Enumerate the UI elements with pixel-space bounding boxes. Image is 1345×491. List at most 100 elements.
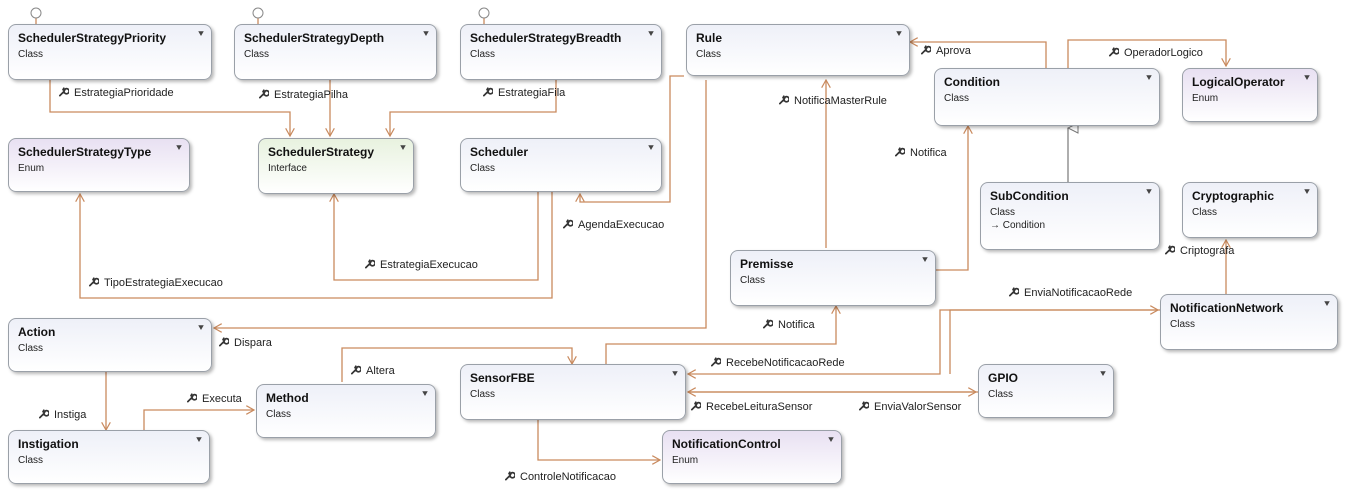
class-instigation[interactable]: Instigation Class ⯆ — [8, 430, 210, 484]
class-name: GPIO — [988, 371, 1019, 385]
wrench-icon — [1165, 245, 1175, 255]
assoc-label[interactable]: RecebeNotificacaoRede — [710, 356, 845, 369]
class-method[interactable]: Method Class ⯆ — [256, 384, 436, 438]
class-rule[interactable]: Rule Class ⯆ — [686, 24, 910, 76]
assoc-label-text: Altera — [366, 365, 395, 377]
class-kind: Class — [944, 93, 970, 104]
assoc-label[interactable]: NotificaMasterRule — [778, 94, 887, 107]
assoc-label-text: TipoEstrategiaExecucao — [104, 277, 223, 289]
chevron-down-icon[interactable]: ⯆ — [647, 29, 655, 40]
chevron-down-icon[interactable]: ⯆ — [1145, 73, 1153, 84]
wrench-icon — [691, 401, 701, 411]
chevron-down-icon[interactable]: ⯆ — [921, 255, 929, 266]
chevron-down-icon[interactable]: ⯆ — [399, 143, 407, 154]
lollipop-circle-depth — [252, 7, 264, 19]
class-action[interactable]: Action Class ⯆ — [8, 318, 212, 372]
class-scheduler[interactable]: Scheduler Class ⯆ — [460, 138, 662, 192]
enum-kind: Enum — [18, 163, 45, 174]
wrench-icon — [89, 277, 99, 287]
assoc-label[interactable]: Executa — [186, 392, 242, 405]
enum-scheduler-strategy-type[interactable]: SchedulerStrategyType Enum ⯆ — [8, 138, 190, 192]
chevron-down-icon[interactable]: ⯆ — [195, 435, 203, 446]
class-gpio[interactable]: GPIO Class ⯆ — [978, 364, 1114, 418]
class-notification-network[interactable]: NotificationNetwork Class ⯆ — [1160, 294, 1338, 350]
assoc-label[interactable]: Notifica — [894, 146, 947, 159]
base-class-label: → Condition — [990, 220, 1046, 231]
edge-operador-logico — [1067, 39, 1226, 68]
chevron-down-icon[interactable]: ⯆ — [421, 389, 429, 400]
assoc-label[interactable]: EstrategiaPrioridade — [58, 86, 174, 99]
assoc-label[interactable]: Criptografa — [1164, 244, 1234, 257]
edge-controle-notificacao — [537, 420, 660, 460]
edge-notifica-premisse — [605, 306, 836, 364]
class-name: Premisse — [740, 257, 794, 271]
class-kind: Class — [470, 163, 496, 174]
class-scheduler-strategy-breadth[interactable]: SchedulerStrategyBreadth Class ⯆ — [460, 24, 662, 80]
assoc-label[interactable]: TipoEstrategiaExecucao — [88, 276, 223, 289]
enum-name: LogicalOperator — [1192, 75, 1285, 89]
assoc-label-text: EnviaNotificacaoRede — [1024, 287, 1133, 299]
class-sensorfbe[interactable]: SensorFBE Class ⯆ — [460, 364, 686, 420]
class-cryptographic[interactable]: Cryptographic Class ⯆ — [1182, 182, 1318, 238]
class-premisse[interactable]: Premisse Class ⯆ — [730, 250, 936, 306]
assoc-label-text: EstrategiaExecucao — [380, 259, 478, 271]
chevron-down-icon[interactable]: ⯆ — [175, 143, 183, 154]
chevron-down-icon[interactable]: ⯆ — [422, 29, 430, 40]
class-subcondition[interactable]: SubCondition Class → Condition ⯆ — [980, 182, 1160, 250]
class-name: Rule — [696, 31, 723, 45]
chevron-down-icon[interactable]: ⯆ — [647, 143, 655, 154]
assoc-label-text: ControleNotificacao — [520, 471, 616, 483]
class-name: NotificationNetwork — [1170, 301, 1284, 315]
assoc-label[interactable]: EstrategiaExecucao — [364, 258, 478, 271]
edge-estrategia-prioridade — [49, 80, 290, 136]
edge-altera — [341, 347, 572, 382]
class-name: Cryptographic — [1192, 189, 1275, 203]
assoc-label-text: Executa — [202, 393, 242, 405]
chevron-down-icon[interactable]: ⯆ — [1303, 187, 1311, 198]
enum-kind: Enum — [1192, 93, 1219, 104]
assoc-label[interactable]: AgendaExecucao — [562, 218, 664, 231]
class-name: SchedulerStrategyPriority — [18, 31, 167, 45]
chevron-down-icon[interactable]: ⯆ — [671, 369, 679, 380]
assoc-label[interactable]: EnviaValorSensor — [858, 400, 961, 413]
assoc-label[interactable]: OperadorLogico — [1108, 46, 1203, 59]
class-condition[interactable]: Condition Class ⯆ — [934, 68, 1160, 126]
assoc-label[interactable]: RecebeLeituraSensor — [690, 400, 812, 413]
chevron-down-icon[interactable]: ⯆ — [1323, 299, 1331, 310]
assoc-label[interactable]: ControleNotificacao — [504, 470, 616, 483]
assoc-label[interactable]: Altera — [350, 364, 395, 377]
edge-estrategia-fila — [390, 80, 557, 136]
chevron-down-icon[interactable]: ⯆ — [827, 435, 835, 446]
assoc-label-text: Instiga — [54, 409, 87, 421]
edge-dispara — [214, 80, 707, 328]
assoc-label[interactable]: Aprova — [920, 44, 971, 57]
assoc-label[interactable]: Notifica — [762, 318, 815, 331]
assoc-label[interactable]: EstrategiaPilha — [258, 88, 348, 101]
enum-logical-operator[interactable]: LogicalOperator Enum ⯆ — [1182, 68, 1318, 122]
chevron-down-icon[interactable]: ⯆ — [197, 323, 205, 334]
enum-notification-control[interactable]: NotificationControl Enum ⯆ — [662, 430, 842, 484]
chevron-down-icon[interactable]: ⯆ — [1145, 187, 1153, 198]
chevron-down-icon[interactable]: ⯆ — [1303, 73, 1311, 84]
chevron-down-icon[interactable]: ⯆ — [1099, 369, 1107, 380]
edge-tipo-estrategia-execucao — [80, 192, 553, 299]
lollipop-circle-priority — [30, 7, 42, 19]
class-scheduler-strategy-priority[interactable]: SchedulerStrategyPriority Class ⯆ — [8, 24, 212, 80]
edge-agenda-execucao — [580, 75, 684, 203]
wrench-icon — [1109, 47, 1119, 57]
assoc-label[interactable]: EnviaNotificacaoRede — [1008, 286, 1132, 299]
chevron-down-icon[interactable]: ⯆ — [197, 29, 205, 40]
assoc-label[interactable]: Dispara — [218, 336, 272, 349]
class-name: SchedulerStrategyDepth — [244, 31, 385, 45]
interface-scheduler-strategy[interactable]: SchedulerStrategy Interface ⯆ — [258, 138, 414, 194]
class-scheduler-strategy-depth[interactable]: SchedulerStrategyDepth Class ⯆ — [234, 24, 437, 80]
assoc-label[interactable]: Instiga — [38, 408, 86, 421]
edge-aprova — [910, 42, 1047, 68]
assoc-label[interactable]: EstrategiaFila — [482, 86, 565, 99]
wrench-icon — [859, 401, 869, 411]
class-name: SensorFBE — [470, 371, 535, 385]
chevron-down-icon[interactable]: ⯆ — [895, 29, 903, 40]
assoc-label-text: Criptografa — [1180, 245, 1235, 257]
assoc-label-text: EstrategiaPilha — [274, 89, 348, 101]
